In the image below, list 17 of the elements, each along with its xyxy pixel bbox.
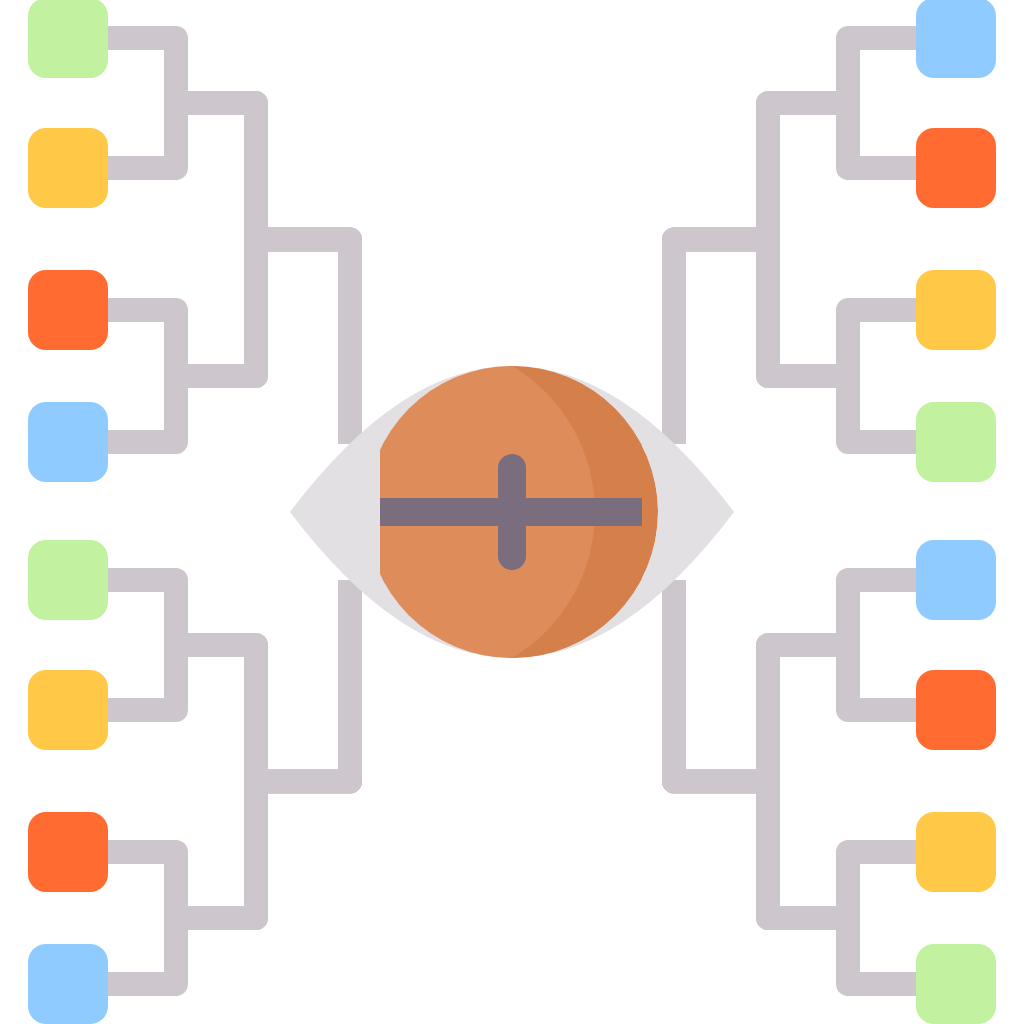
bracket-slot: [916, 944, 996, 1024]
football-icon: [290, 366, 734, 658]
bracket-slot: [28, 670, 108, 750]
bracket-slot: [28, 402, 108, 482]
bracket-slot: [28, 944, 108, 1024]
bracket-slot: [916, 670, 996, 750]
bracket-slot: [28, 270, 108, 350]
bracket-slot: [916, 812, 996, 892]
bracket-slot: [916, 402, 996, 482]
bracket-slot: [28, 540, 108, 620]
bracket-slot: [916, 128, 996, 208]
bracket-slot: [28, 812, 108, 892]
bracket-slot: [916, 0, 996, 78]
bracket-slot: [28, 128, 108, 208]
bracket-slot: [916, 540, 996, 620]
bracket-slot: [28, 0, 108, 78]
bracket-slot: [916, 270, 996, 350]
